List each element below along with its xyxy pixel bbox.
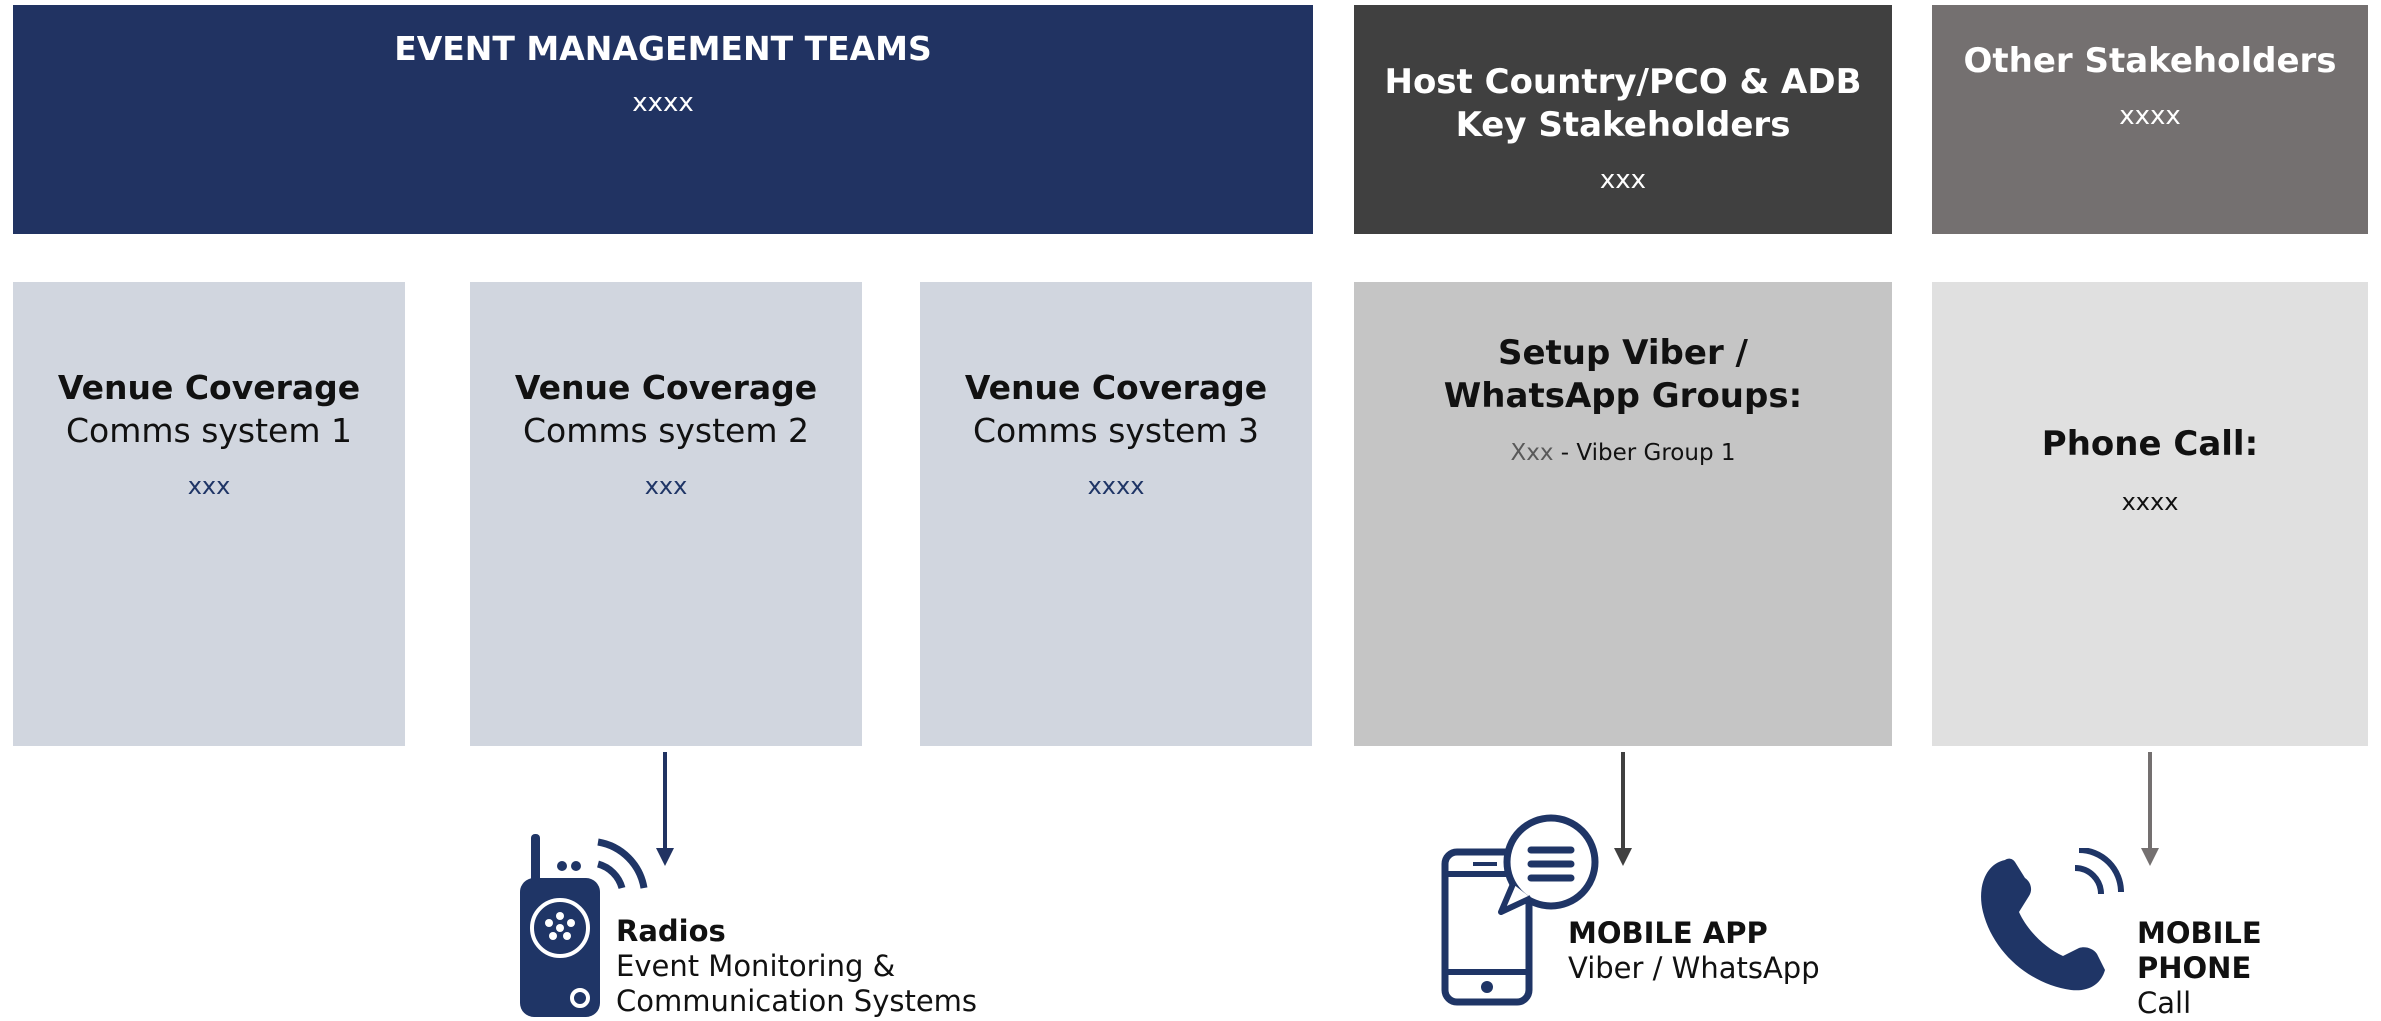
- mobile-app-title: MOBILE APP: [1568, 916, 1768, 950]
- host-country-header: Host Country/PCO & ADB Key Stakeholders …: [1354, 5, 1892, 234]
- venue-system: Comms system 1: [66, 411, 352, 450]
- venue-system: Comms system 2: [523, 411, 809, 450]
- phone-call-title: Phone Call:: [2041, 424, 2259, 464]
- viber-group-rest: - Viber Group 1: [1553, 440, 1736, 466]
- mobile-phone-title: MOBILE PHONE: [2137, 916, 2262, 985]
- venue-title: Venue Coverage: [964, 368, 1268, 407]
- venue-box-3: Venue Coverage Comms system 3 xxxx: [920, 282, 1312, 746]
- event-management-teams-header: EVENT MANAGEMENT TEAMS xxxx: [13, 5, 1313, 234]
- venue-sub: xxx: [187, 472, 231, 500]
- radios-caption: Radios Event Monitoring & Communication …: [616, 914, 977, 1019]
- venue-sub: xxx: [644, 472, 688, 500]
- viber-group-line: Xxx - Viber Group 1: [1354, 440, 1892, 466]
- host-country-sub: xxx: [1599, 165, 1647, 195]
- radios-line1: Event Monitoring &: [616, 949, 896, 983]
- mobile-phone-caption: MOBILE PHONE Call: [2137, 916, 2381, 1021]
- arrow-to-mobile-app: [1614, 752, 1632, 866]
- radios-line2: Communication Systems: [616, 984, 978, 1018]
- arrow-to-radios: [656, 752, 674, 866]
- other-stakeholders-sub: xxxx: [2119, 101, 2181, 131]
- venue-box-2: Venue Coverage Comms system 2 xxx: [470, 282, 862, 746]
- viber-group-lead: Xxx: [1510, 440, 1554, 466]
- other-stakeholders-header: Other Stakeholders xxxx: [1932, 5, 2368, 234]
- mobile-app-caption: MOBILE APP Viber / WhatsApp: [1568, 916, 1820, 986]
- host-country-title: Host Country/PCO & ADB Key Stakeholders: [1384, 62, 1862, 145]
- viber-whatsapp-title: Setup Viber / WhatsApp Groups:: [1443, 333, 1803, 416]
- venue-sub: xxxx: [1087, 472, 1145, 500]
- venue-title: Venue Coverage: [57, 368, 361, 407]
- phone-handset-icon: [1981, 848, 2124, 991]
- mobile-phone-line1: Call: [2137, 986, 2192, 1020]
- venue-system: Comms system 3: [973, 411, 1259, 450]
- other-stakeholders-title: Other Stakeholders: [1963, 41, 2337, 81]
- walkie-talkie-icon: [520, 834, 648, 1017]
- venue-title: Venue Coverage: [514, 368, 818, 407]
- venue-box-1: Venue Coverage Comms system 1 xxx: [13, 282, 405, 746]
- phone-call-box: Phone Call: xxxx: [1932, 282, 2368, 746]
- event-management-teams-sub: xxxx: [632, 88, 694, 118]
- event-management-teams-title: EVENT MANAGEMENT TEAMS: [394, 29, 932, 68]
- phone-call-sub: xxxx: [2121, 488, 2179, 516]
- radios-title: Radios: [616, 914, 726, 948]
- arrow-to-mobile-phone: [2141, 752, 2159, 866]
- smartphone-chat-icon: [1441, 814, 1599, 1006]
- mobile-app-line1: Viber / WhatsApp: [1568, 951, 1820, 985]
- viber-whatsapp-box: Setup Viber / WhatsApp Groups: Xxx - Vib…: [1354, 282, 1892, 746]
